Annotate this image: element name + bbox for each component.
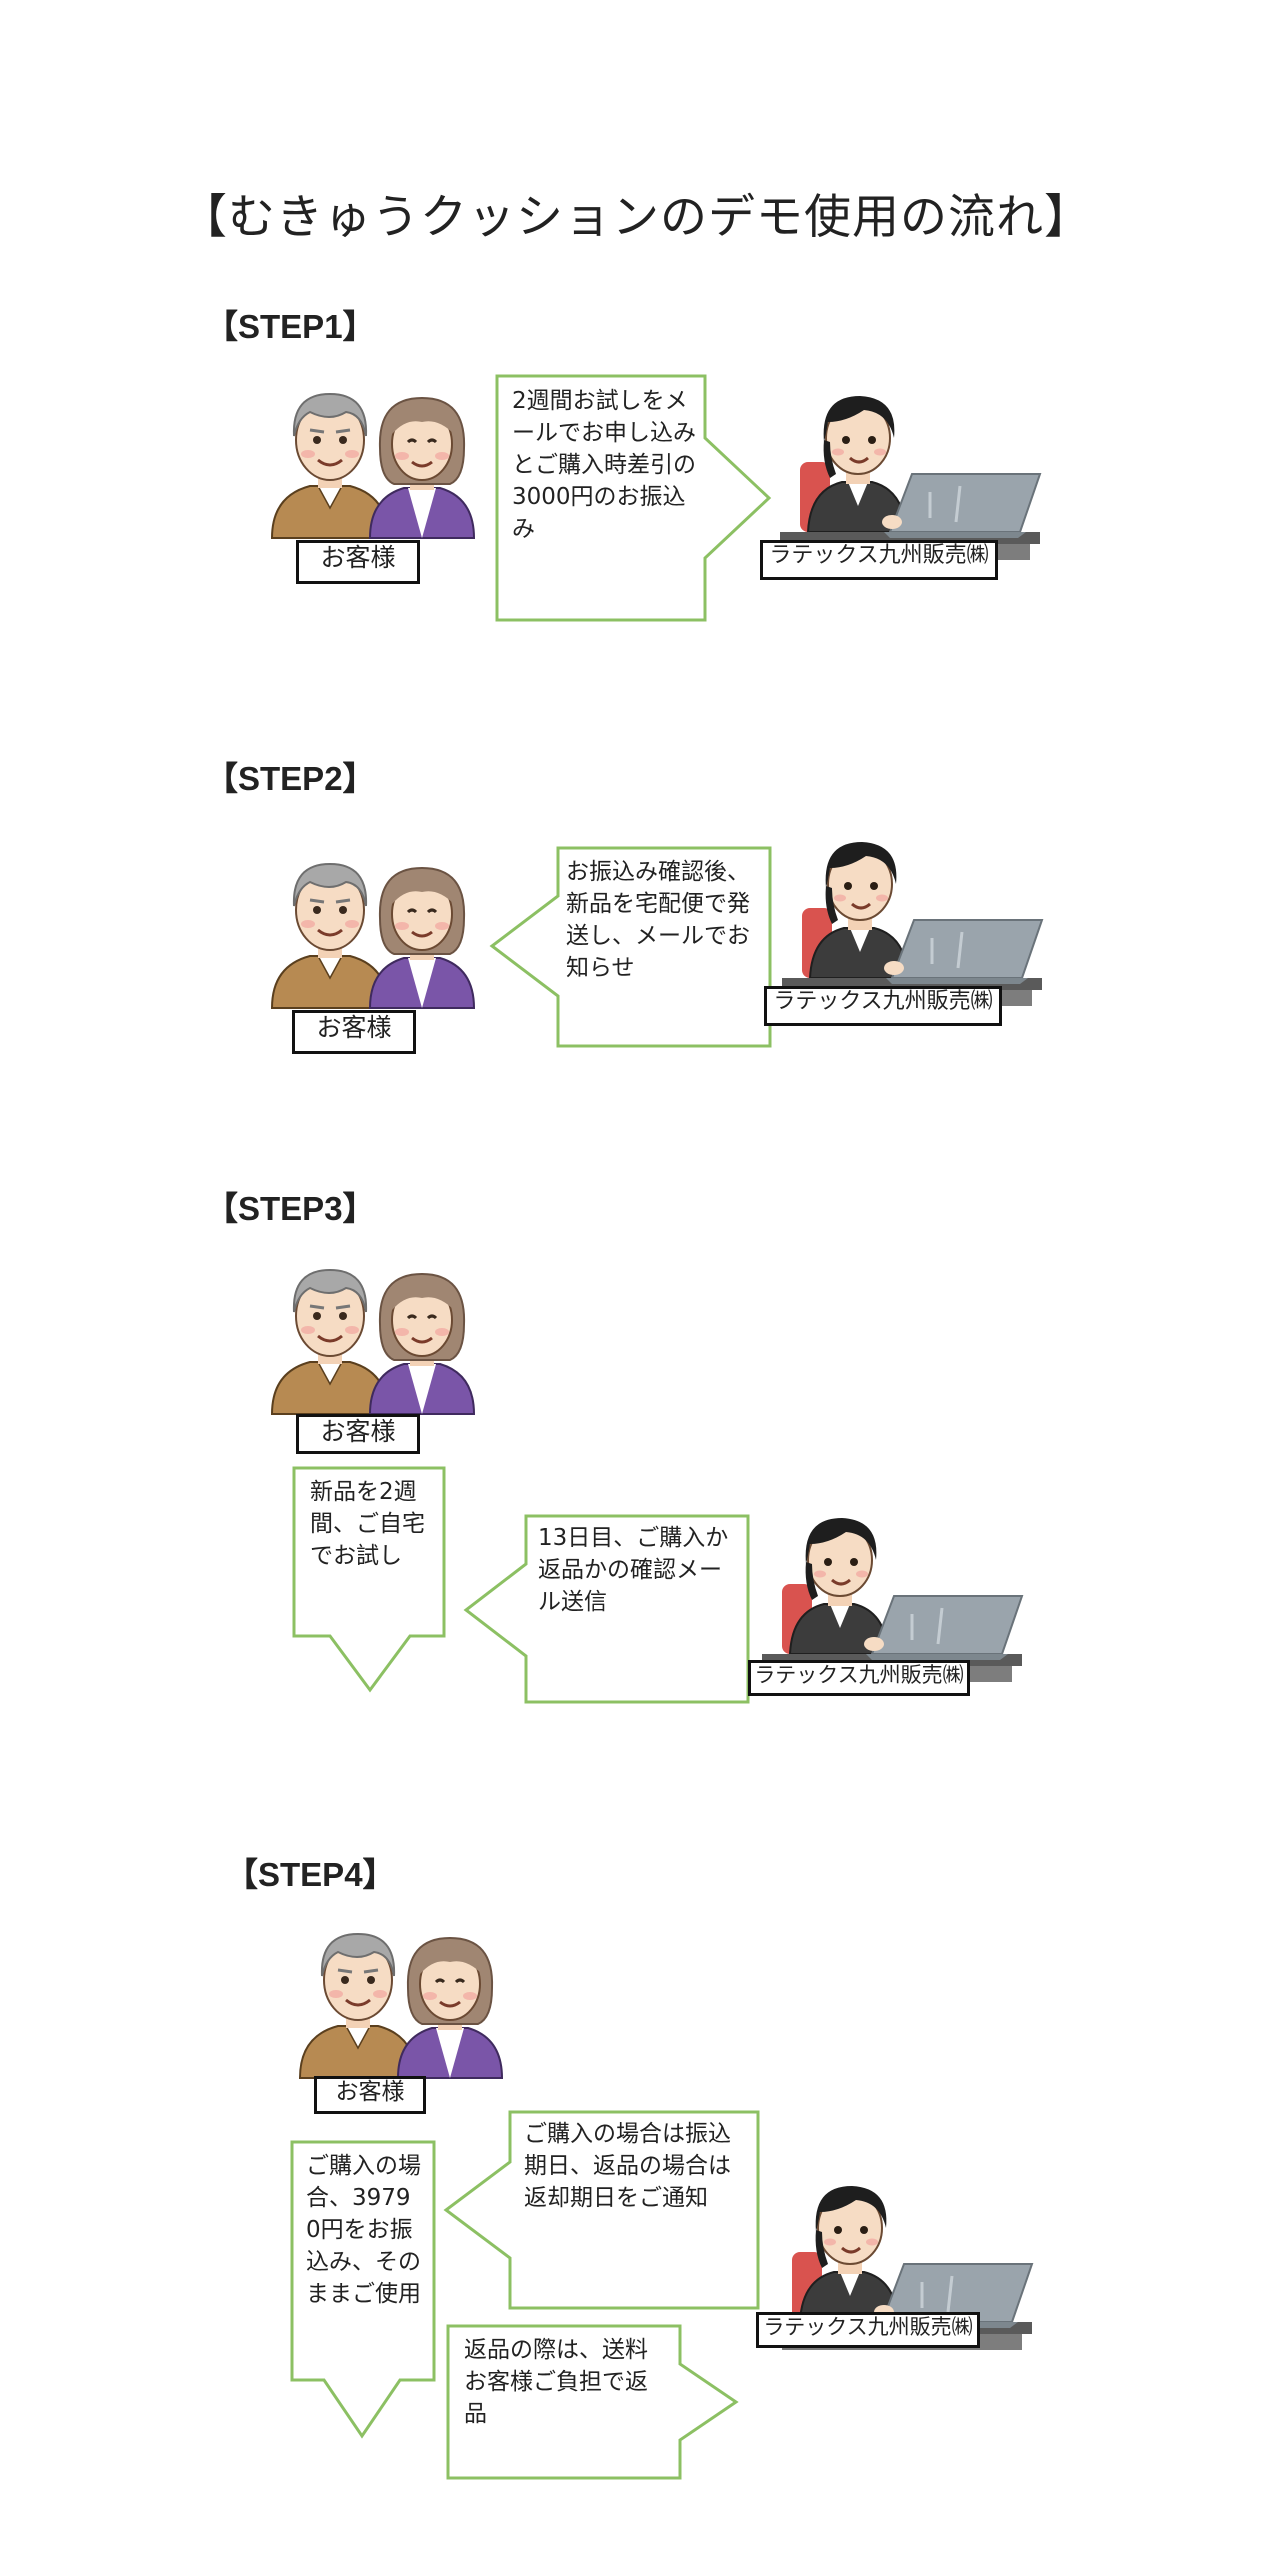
arrow-shape [463,1514,750,1704]
arrow-text-step4-right: 返品の際は、送料お客様ご負担で返品 [464,2337,648,2427]
customer-label: お客様 [296,540,420,584]
customer-label: お客様 [292,1010,416,1054]
arrow-shape [443,2110,760,2310]
customer-label: お客様 [314,2076,426,2114]
arrow-shape [489,846,772,1048]
arrow-shape [292,1466,446,1693]
customer-couple-illustration [298,1932,504,2080]
customer-couple-illustration [270,392,476,540]
arrow-down-step4 [290,2140,436,2439]
page-title: 【むきゅうクッションのデモ使用の流れ】 [180,190,1092,245]
step1-heading: 【STEP1】 [205,308,376,345]
company-label: ラテックス九州販売㈱ [748,1660,970,1696]
step2-heading: 【STEP2】 [205,760,376,797]
arrow-text-step3-left: 13日目、ご購入か返品かの確認メール送信 [538,1525,729,1615]
arrow-left-step4 [443,2110,760,2310]
arrow-shape [290,2140,436,2439]
arrow-left-step2 [489,846,772,1048]
customer-label: お客様 [296,1414,420,1454]
arrow-text-step1: 2週間お試しをメールでお申し込みとご購入時差引の3000円のお振込み [512,388,696,542]
arrow-text-step4-left: ご購入の場合は振込期日、返品の場合は返却期日をご通知 [524,2121,731,2211]
company-label: ラテックス九州販売㈱ [764,986,1002,1026]
step3-heading: 【STEP3】 [205,1190,376,1227]
arrow-text-step4-down: ご購入の場合、39790円をお振込み、そのままご使用 [306,2153,421,2307]
arrow-left-step3 [463,1514,750,1704]
arrow-shape [495,374,772,622]
arrow-text-step2: お振込み確認後、新品を宅配便で発送し、メールでお知らせ [566,859,750,981]
arrow-right-step4 [446,2324,739,2480]
arrow-down-step3 [292,1466,446,1693]
arrow-right-step1 [495,374,772,622]
customer-couple-illustration [270,1268,476,1416]
step4-heading: 【STEP4】 [225,1856,396,1893]
arrow-shape [446,2324,739,2480]
company-label: ラテックス九州販売㈱ [756,2312,980,2348]
company-label: ラテックス九州販売㈱ [760,540,998,580]
arrow-text-step3-down: 新品を2週間、ご自宅でお試し [310,1479,425,1569]
customer-couple-illustration [270,862,476,1010]
